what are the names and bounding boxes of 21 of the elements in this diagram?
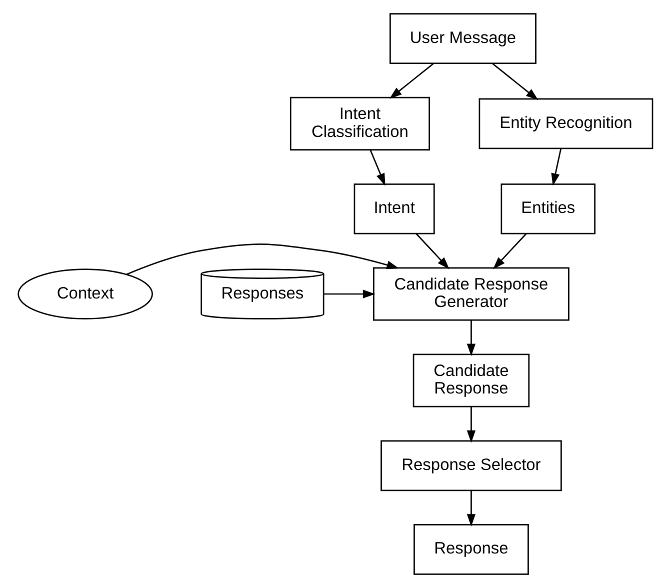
- node-box: Intent: [353, 183, 434, 234]
- arrow: [491, 62, 538, 100]
- node-box: Candidate Response Generator: [372, 267, 569, 321]
- arrow: [388, 62, 434, 99]
- node-ellipse: Context: [17, 268, 152, 320]
- arrow: [492, 233, 526, 270]
- node-box: Response: [413, 524, 528, 575]
- node-box: User Message: [389, 13, 536, 64]
- node-box: Entities: [500, 183, 596, 234]
- node-box: Candidate Response: [412, 354, 530, 408]
- arrow: [466, 490, 476, 526]
- arrow: [466, 320, 476, 356]
- arrow: [323, 290, 375, 298]
- arrow: [550, 148, 562, 186]
- node-box: Response Selector: [380, 440, 562, 492]
- node-box: Intent Classification: [289, 96, 430, 150]
- arrow: [369, 150, 385, 186]
- arrow: [126, 244, 399, 276]
- arrow: [466, 406, 476, 443]
- arrow: [415, 233, 449, 270]
- node-box: Entity Recognition: [478, 98, 653, 150]
